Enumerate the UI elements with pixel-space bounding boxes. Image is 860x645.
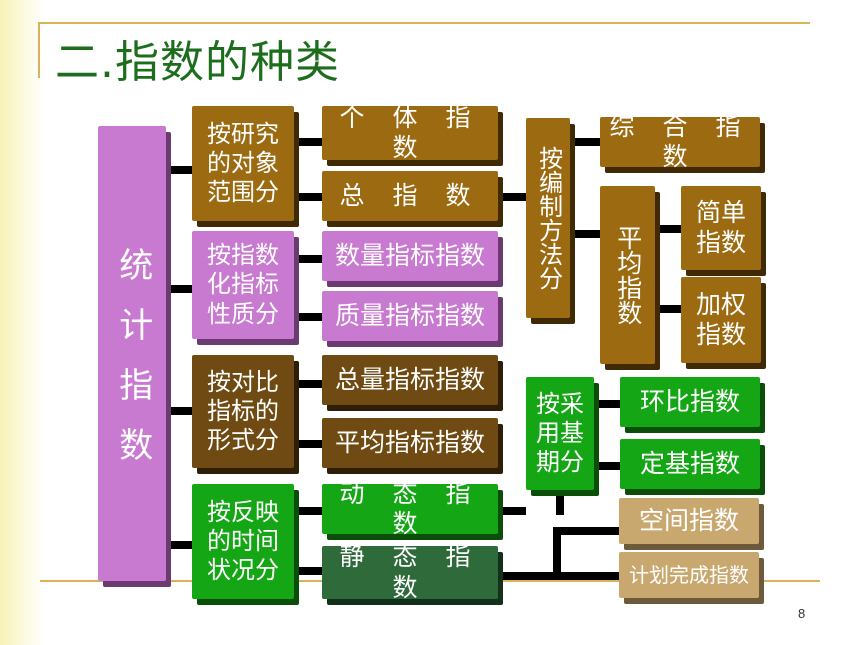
item-weighted-index: 加权指数	[681, 277, 761, 363]
connector	[166, 541, 192, 549]
connector	[294, 507, 322, 515]
page-number: 8	[798, 606, 806, 621]
item-simple-index: 简单指数	[681, 186, 761, 270]
slide-title: 二.指数的种类	[55, 37, 340, 88]
connector	[498, 572, 558, 580]
group-nature-label: 按指数化指标性质分	[192, 231, 294, 339]
connector	[553, 572, 619, 580]
item-total-index: 总 指 数	[322, 171, 498, 221]
connector	[294, 567, 322, 575]
base-period-label: 按采用基期分	[526, 377, 594, 490]
left-rule	[38, 22, 40, 78]
connector	[570, 138, 600, 146]
item-spatial-index: 空间指数	[619, 498, 759, 544]
connector	[553, 527, 619, 535]
group-scope-label: 按研究的对象范围分	[192, 106, 294, 221]
group-time-label: 按反映的时间状况分	[192, 484, 294, 599]
slide-background-gradient	[0, 0, 44, 645]
item-chain-index: 环比指数	[620, 377, 760, 427]
connector	[594, 400, 620, 408]
item-aggregate-index: 总量指标指数	[322, 355, 498, 405]
connector	[294, 138, 322, 146]
connector	[570, 230, 600, 238]
item-average-indicator-index: 平均指标指数	[322, 418, 498, 468]
connector	[294, 193, 322, 201]
connector	[166, 166, 192, 174]
connector	[655, 305, 681, 313]
item-dynamic-index: 动 态 指 数	[322, 479, 498, 538]
method-label: 按编制方法分	[526, 118, 570, 318]
connector	[166, 407, 192, 415]
group-form-label: 按对比指标的形式分	[192, 355, 294, 468]
item-plan-completion-index: 计划完成指数	[619, 552, 759, 598]
item-average-index: 平均指数	[600, 186, 655, 364]
connector	[556, 488, 564, 515]
connector	[294, 313, 322, 321]
connector	[294, 440, 322, 448]
connector	[294, 255, 322, 263]
root-node-statistical-index: 统计指数	[98, 126, 166, 581]
connector	[498, 507, 526, 515]
connector	[498, 193, 526, 201]
connector	[553, 527, 561, 580]
item-individual-index: 个 体 指 数	[322, 103, 498, 162]
connector	[166, 285, 192, 293]
connector	[294, 380, 322, 388]
item-quality-index: 质量指标指数	[322, 291, 498, 341]
top-rule	[40, 22, 810, 24]
connector	[594, 462, 620, 470]
item-composite-index: 综 合 指 数	[600, 112, 760, 171]
connector	[655, 225, 681, 233]
item-quantity-index: 数量指标指数	[322, 231, 498, 281]
item-fixed-base-index: 定基指数	[620, 439, 760, 489]
item-static-index: 静 态 指 数	[322, 542, 498, 602]
